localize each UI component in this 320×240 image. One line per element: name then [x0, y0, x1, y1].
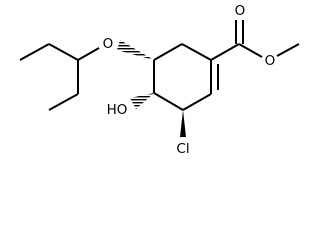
hashed-wedge-bond-hydroxyl [130, 93, 154, 109]
bond-ch-ch2-upper [48, 43, 79, 61]
bond-ether-o-ch [77, 47, 100, 61]
bond-ring-c3-c4 [153, 92, 184, 111]
bond-ring-c2-c3 [182, 93, 212, 111]
hashed-wedge-bond-ether [117, 40, 154, 60]
bond-ch2-ch3-lower [48, 93, 79, 111]
solid-wedge-bond-chlorine [180, 110, 186, 137]
bond-ring-c5-c6 [153, 43, 183, 61]
chemical-structure: O O O HO Cl [19, 3, 300, 157]
bond-ch2-ch3-upper [19, 43, 50, 61]
bond-carbonyl-ester-o [238, 43, 263, 58]
chlorine-label: Cl [176, 141, 189, 157]
ether-oxygen-label: O [103, 36, 114, 52]
carbonyl-oxygen-label: O [235, 3, 246, 19]
hydroxyl-label: HO [107, 102, 128, 118]
bond-c1-carbonyl [210, 43, 240, 61]
ester-oxygen-label: O [265, 53, 276, 69]
bond-ring-c6-c1 [181, 43, 212, 61]
bond-ester-o-methyl [276, 43, 300, 57]
